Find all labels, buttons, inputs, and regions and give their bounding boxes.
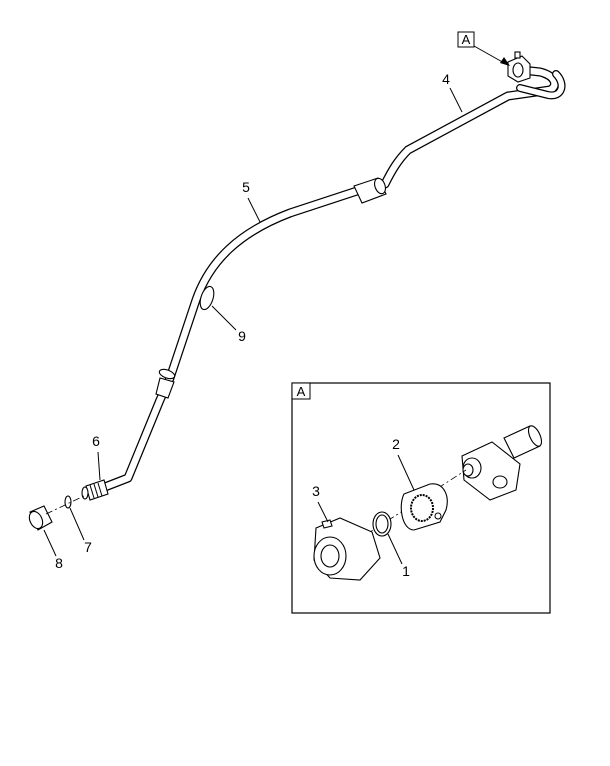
- threaded-fitting: [81, 479, 109, 501]
- callout-6-label: 6: [92, 433, 100, 449]
- callout-1-label: 1: [402, 563, 410, 579]
- view-reference-tag: A: [457, 31, 510, 66]
- callout-7: 7: [69, 507, 92, 555]
- callout-6: 6: [92, 433, 101, 481]
- callout-5: 5: [242, 179, 261, 223]
- detail-tube-stub: [503, 425, 543, 459]
- o-ring-1: [372, 511, 392, 537]
- fitting-block-3: [313, 517, 381, 581]
- callout-5-label: 5: [242, 179, 250, 195]
- callout-8-label: 8: [55, 555, 63, 571]
- callout-9-label: 9: [238, 328, 246, 344]
- callout-1: 1: [387, 533, 410, 579]
- hose-clamp: [199, 285, 215, 311]
- upper-block-fitting: [507, 51, 531, 83]
- hose-assembly: [28, 51, 566, 531]
- detail-tag-label: A: [297, 384, 306, 399]
- detail-block-fitting: [461, 441, 521, 501]
- callout-8: 8: [43, 529, 63, 571]
- callout-3-label: 3: [312, 483, 320, 499]
- callout-3: 3: [312, 483, 329, 523]
- callout-4: 4: [442, 71, 463, 113]
- callout-2: 2: [392, 436, 415, 491]
- hose-sleeve-lower: [155, 368, 176, 399]
- callout-9: 9: [211, 305, 246, 344]
- callout-4-label: 4: [442, 71, 450, 87]
- view-tag-label: A: [462, 32, 471, 47]
- gasket-2: [400, 483, 448, 531]
- callout-2-label: 2: [392, 436, 400, 452]
- callout-7-label: 7: [84, 539, 92, 555]
- cap-8: [28, 505, 53, 531]
- hose-sleeve-upper: [353, 177, 387, 204]
- o-ring-7: [64, 495, 72, 509]
- detail-view-a: A: [291, 382, 551, 614]
